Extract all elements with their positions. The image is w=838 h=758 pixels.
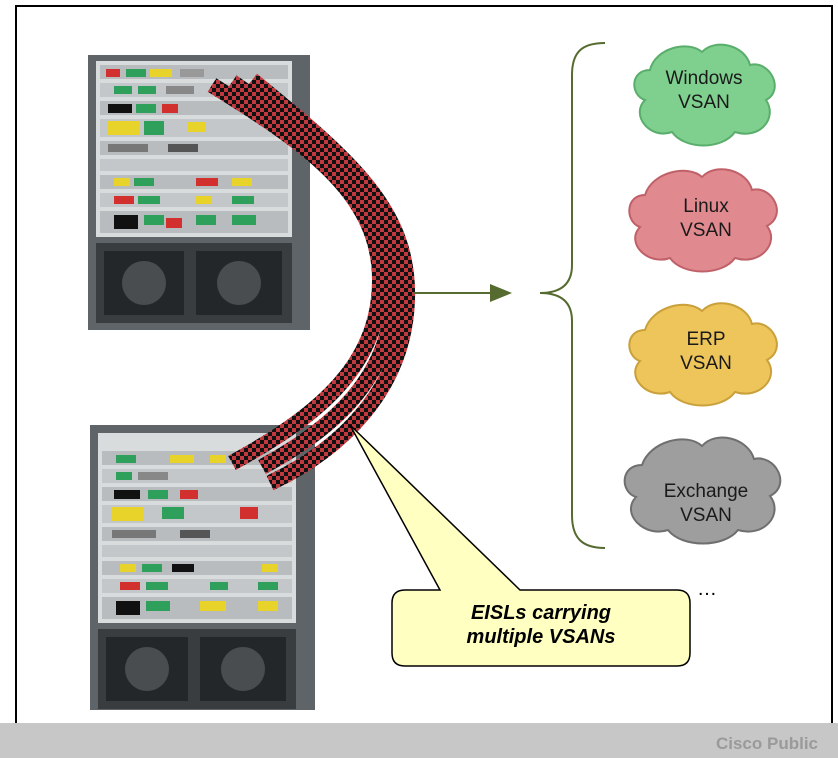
callout-text: EISLs carrying multiple VSANs xyxy=(402,601,680,649)
switch-power-supplies xyxy=(98,629,296,709)
arrow-to-vsans xyxy=(414,284,512,302)
eisl-cable-2 xyxy=(227,75,403,475)
cloud-windows-vsan: Windows VSAN xyxy=(633,43,776,147)
cloud-label-line2: VSAN xyxy=(680,220,732,241)
callout-line1: EISLs carrying xyxy=(470,602,612,624)
footer-bar: Cisco Public xyxy=(0,723,838,758)
cloud-exchange-vsan: Exchange VSAN xyxy=(623,436,782,545)
more-vsans-ellipsis: … xyxy=(697,578,717,600)
mds-switch-bottom xyxy=(90,425,315,710)
cloud-icon xyxy=(633,43,776,147)
callout-line2: multiple VSANs xyxy=(466,626,616,648)
cloud-label-line1: Windows xyxy=(665,68,742,89)
callout xyxy=(349,424,691,667)
eisl-cable-3 xyxy=(246,73,416,491)
cloud-label-line2: VSAN xyxy=(680,505,732,526)
eisl-cables xyxy=(207,73,416,491)
cloud-linux-vsan: Linux VSAN xyxy=(628,168,778,273)
cloud-erp-vsan: ERP VSAN xyxy=(628,302,778,407)
footer-label: Cisco Public xyxy=(715,734,818,753)
cloud-label-line2: VSAN xyxy=(678,92,730,113)
vsan-brace xyxy=(539,42,606,549)
cloud-label-line2: VSAN xyxy=(680,353,732,374)
cloud-icon xyxy=(623,436,782,545)
cloud-icon xyxy=(628,168,778,273)
cloud-label-line1: Linux xyxy=(683,196,729,217)
switch-power-supplies xyxy=(96,243,292,323)
eisl-cable-1 xyxy=(207,78,389,471)
callout-bubble xyxy=(349,424,691,667)
cloud-icon xyxy=(628,302,778,407)
switch-line-cards xyxy=(102,451,292,619)
cloud-label-line1: ERP xyxy=(686,329,725,350)
cloud-label-line1: Exchange xyxy=(664,481,749,502)
